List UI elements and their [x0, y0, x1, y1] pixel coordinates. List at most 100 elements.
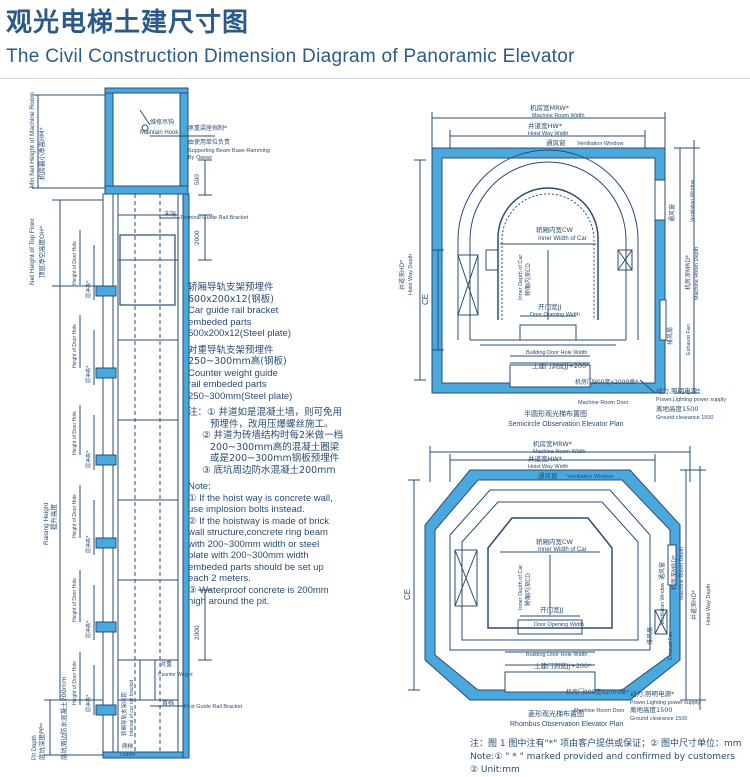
car-bracket-note-en-1: Car guide rail bracket — [188, 305, 279, 316]
rhom-mrd-label-cn: 机房深MRD* — [670, 555, 678, 590]
note-en-2: ① If the hoist way is concrete wall, — [188, 492, 333, 504]
machine-room-height-label-cn: 机房最小净高HM* — [37, 127, 46, 180]
semi-caption: Semicircle Observation Elevator Plan — [508, 421, 624, 428]
terminal-bracket-label: Terminal Guide Rail Bracket — [180, 215, 249, 221]
footer-notes: 注：图 1 图中注有"*" 项由客户提供或保证；② 图中尺寸单位：mm Note… — [470, 738, 745, 777]
rhom-ce-label: CE — [403, 589, 412, 600]
rhom-hw-label: Hoist Way Width — [528, 464, 568, 470]
semi-vent-label-cn: 通风窗 — [546, 138, 566, 147]
rhom-hd-label: Hoist Way Depth — [706, 584, 712, 625]
page-title-cn: 观光电梯土建尺寸图 — [6, 8, 250, 38]
semi-mrd-label-cn: 机房深MRD* — [684, 255, 692, 290]
note-cn-4: 200~300mm高的混凝土圈梁 — [210, 441, 340, 453]
semi-ground-label: Ground clearance 1500 — [656, 415, 713, 421]
rhom-vent-right-label: Ventilation Window — [660, 582, 666, 625]
dim-2000-top: 2000 — [194, 230, 201, 245]
semi-jj200-label: 土建门洞宽JJ+200* — [532, 361, 590, 370]
note-cn-1: 注：① 井道如是混凝土墙，则可免用 — [188, 407, 343, 418]
rhom-cw-label-cn: 轿厢内宽CW — [536, 537, 574, 546]
note-cn-5: 或是200~300mm钢板预埋件 — [210, 453, 340, 464]
rhom-hw-label-cn: 井道宽HW* — [528, 454, 563, 463]
note-cn-6: ③ 底坑周边防水混凝土200mm — [202, 464, 336, 476]
note-en-7: plate with 200~300mm width — [188, 550, 309, 561]
note-en-1: Note: — [188, 481, 211, 492]
note-en-9: each 2 meters. — [188, 573, 251, 584]
title-divider — [0, 78, 750, 79]
semi-cw-label: Inner Width of Car — [538, 236, 587, 242]
dim-500-top: 500 — [194, 174, 201, 185]
rhom-power-label: Power,Lighting power supply — [630, 700, 700, 706]
semi-mrw-label: Machine Room Width — [532, 113, 585, 119]
note-cn-2: 预埋件，改用压爆螺丝施工。 — [210, 418, 334, 430]
semi-ground-label-cn: 离地高度1500 — [656, 404, 699, 413]
door-hole-label-2: Height of Door Hole — [72, 324, 78, 368]
cw-bracket-note-en-3: 250~300mm(Steel plate) — [188, 390, 293, 402]
door-hole-label-6: Height of Door Hole — [72, 661, 78, 705]
semi-power-label-cn: 动力,照明电源* — [656, 386, 701, 395]
maintain-hook-label-cn: 维修吊钩 — [150, 118, 174, 126]
ladder-label-cn: 爬梯 — [122, 742, 134, 750]
semi-cd-label: Inner Depth of Car — [518, 255, 524, 300]
note-cn-3: ② 井道为砖墙结构时每2米做一档 — [202, 430, 344, 441]
semi-hw-label-cn: 井道宽HW* — [528, 121, 563, 130]
semi-power-label: Power,Lighting power supply — [656, 397, 726, 403]
semi-vent-right-label: Ventilation Window — [690, 179, 696, 222]
car-bracket-note-cn-1: 轿厢导轨支架预埋件 — [188, 282, 274, 293]
semi-cd-label-cn: 轿厢内深CD — [524, 263, 532, 296]
semi-jj-label-cn: 开门宽JJ — [538, 302, 561, 311]
rhom-hd-label-cn: 井道深HD* — [690, 590, 698, 620]
net-height-label-1: 层净高* — [85, 280, 92, 298]
rhom-cw-label: Inner Width of Car — [538, 547, 587, 553]
semi-fan-label: Exhaust Fan — [686, 324, 692, 355]
note-en-3: use implosion bolts instead. — [188, 504, 305, 515]
car-bracket-interval-label-cn: 轿厢导轨支架间距 — [120, 691, 128, 736]
car-bracket-interval-label: Interval of car rail bracket — [129, 679, 135, 736]
rhom-bdhw-label: Building Door Hole Width — [526, 652, 587, 658]
counterweight-label: Counter Weight — [158, 672, 193, 678]
terminal-bracket-label-cn: 末端 — [164, 210, 176, 218]
semi-hd-label-cn: 井道深HD* — [398, 260, 406, 290]
rhom-vent-right-label-cn: 通风窗 — [658, 562, 666, 580]
rhom-fan-label: Exhaust Fan — [668, 632, 674, 660]
semi-vent-right-label-cn: 通风窗 — [668, 204, 676, 222]
car-bracket-note-cn-2: 600x200x12(钢板) — [188, 293, 275, 305]
counterweight-label-cn: 对重 — [160, 660, 172, 668]
pit-waterproof-label: 底坑周边防水混凝土200mm — [59, 676, 68, 760]
semi-hd-label: Hoist Way Depth — [408, 254, 414, 295]
first-bracket-label-cn: 首档 — [162, 699, 174, 707]
rhom-ground-label-cn: 离地高度1500 — [630, 705, 673, 714]
rhom-vent-label: Ventilation Window — [567, 474, 613, 480]
note-en-5: wall structure,concrete ring beam — [188, 527, 328, 538]
cw-bracket-note-cn-2: 250~300mm高(钢板) — [188, 356, 287, 367]
cw-bracket-note-en-1: Counter weight guide — [188, 367, 278, 379]
car-bracket-note-en-2: embeded parts — [188, 316, 252, 328]
machine-room-height-label: Min Net Height of Machine Room — [29, 92, 36, 188]
maintain-hook-label: Maintain Hook — [140, 130, 179, 136]
car-bracket-note-en-3: 600x200x12(Steel plate) — [188, 328, 291, 339]
net-height-label-3: 层净高* — [85, 450, 92, 468]
raising-height-label: Raising Height — [43, 503, 50, 545]
beam-label-cn-2: 由使用单位负责 — [188, 138, 230, 146]
cw-bracket-note-en-2: rail embeded parts — [188, 379, 267, 390]
rhom-jj-label-cn: 开门宽JJ — [540, 605, 563, 614]
rhom-mrw-label: Machine Room Width — [533, 449, 586, 455]
semi-door-label-cn: 机房门900宽x2000高* — [575, 378, 638, 386]
cw-bracket-note-cn-1: 对重导轨支架预埋件 — [188, 344, 274, 356]
rhom-mrd-label: Machine Room Depth — [679, 547, 685, 600]
beam-label-en: Supporting Beam Base-Ramming — [188, 148, 270, 154]
door-hole-label-3: Height of Door Hole — [72, 411, 78, 455]
semi-vent-label: Ventilation Window — [577, 141, 623, 147]
page-title-en: The Civil Construction Dimension Diagram… — [6, 46, 575, 67]
note-en-8: embeded parts should be set up — [188, 561, 324, 573]
semi-bdhw-label: Building Door Hole Width — [526, 350, 587, 356]
top-floor-height-label: Net Height of Top Floor — [29, 217, 36, 285]
rhom-ground-label: Ground clearance 1500 — [630, 716, 687, 722]
rhom-caption: Rhombus Observation Elevator Plan — [510, 721, 623, 728]
beam-label-en-2: By Owner — [188, 155, 212, 161]
semi-hw-label: Hoist Way Width — [528, 131, 568, 137]
rhom-vent-label-cn: 通风窗 — [538, 471, 558, 480]
rhom-jj-label: Door Opening Width — [534, 622, 584, 628]
semi-ce-label: CE — [421, 294, 430, 305]
note-en-6: with 200~300mm width or steel — [188, 538, 320, 550]
note-en-11: high around the pit. — [188, 596, 270, 607]
